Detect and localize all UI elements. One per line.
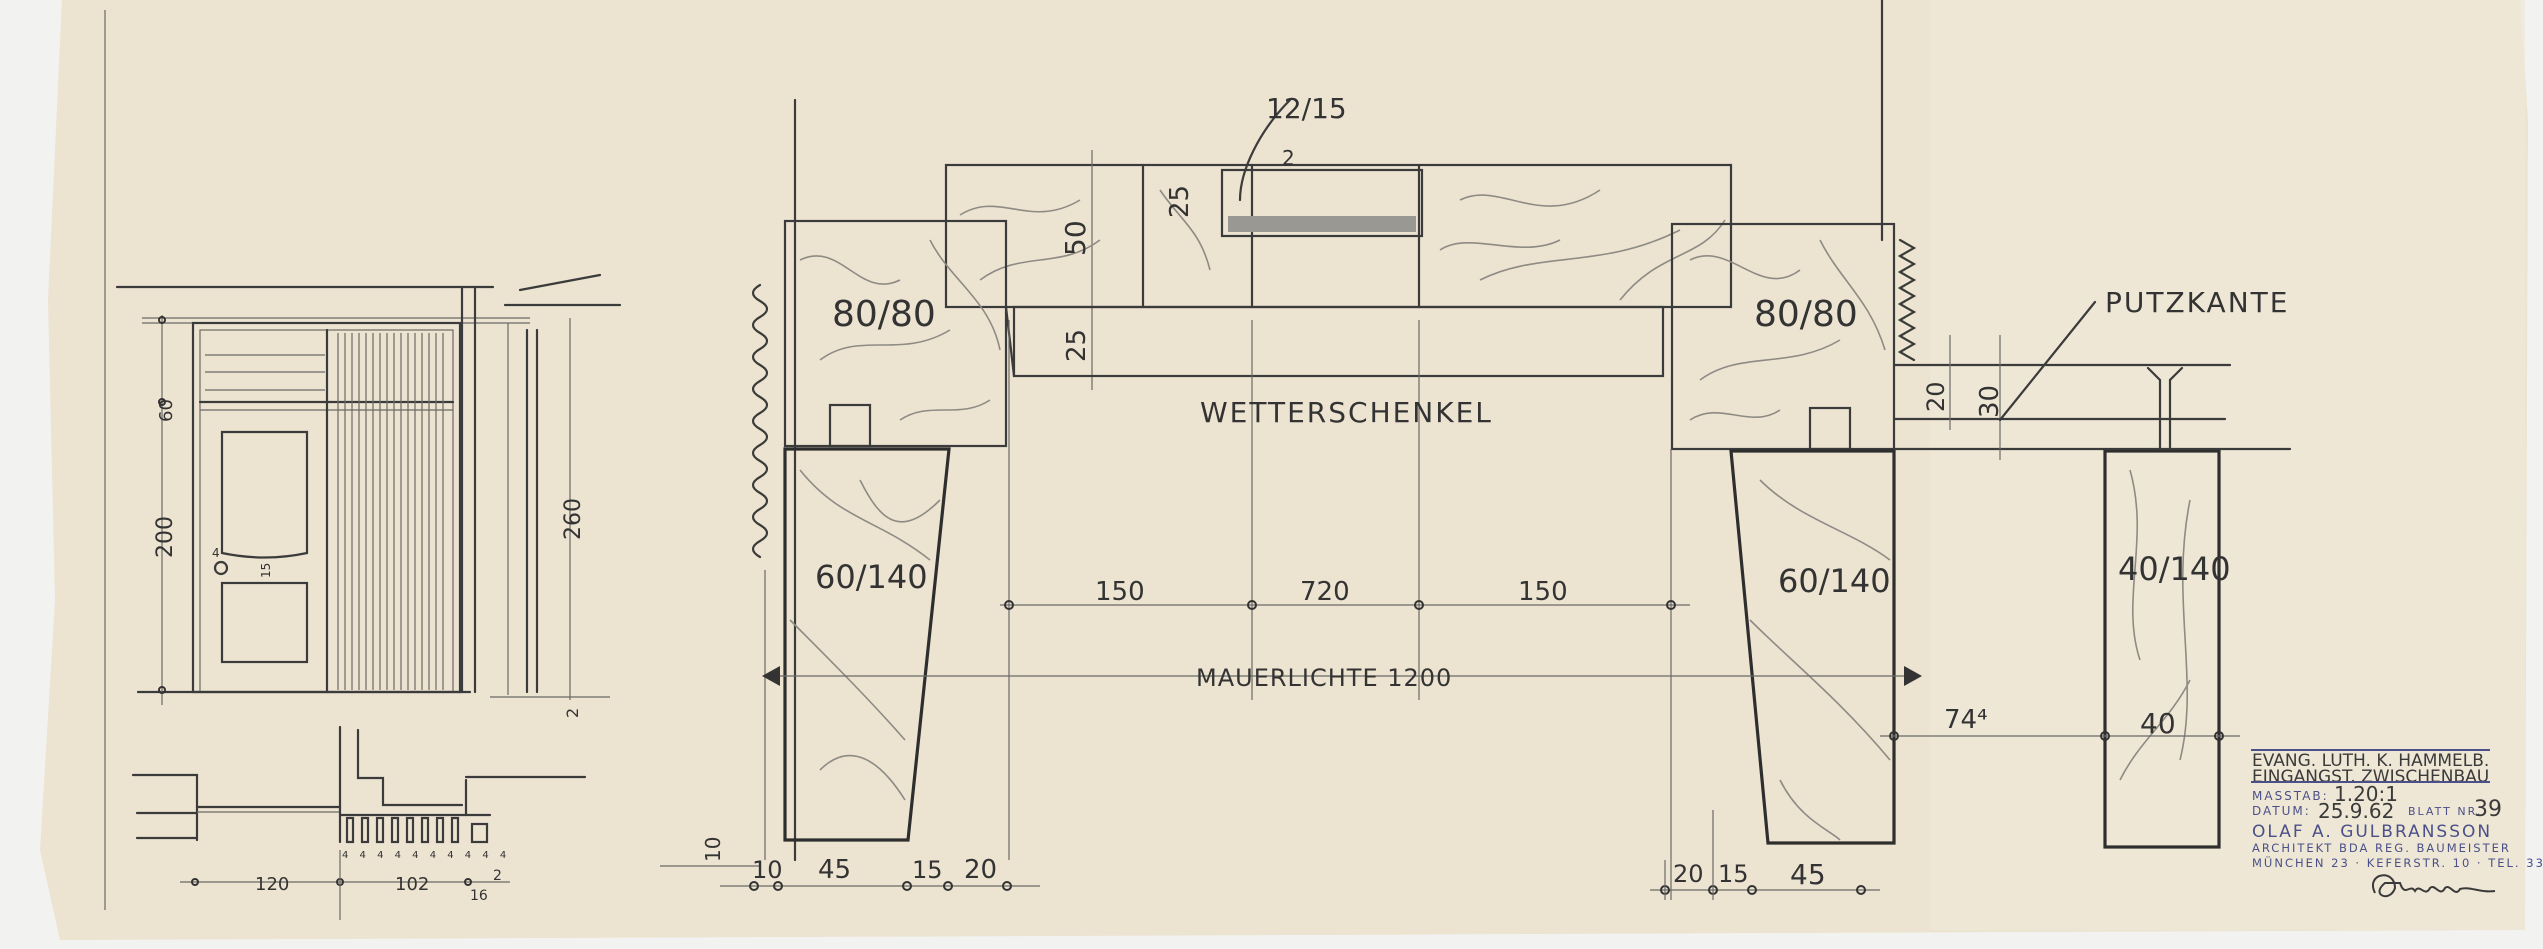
label-dim-102: 102 [395, 874, 429, 895]
label-putzkante: PUTZKANTE [2105, 286, 2289, 319]
arrow-right-icon [1904, 666, 1922, 686]
label-dim-40: 40 [2140, 707, 2176, 740]
dimension-lines [660, 320, 2240, 900]
label-dim-25-top: 25 [1165, 185, 1195, 218]
label-gap: 2 [1282, 146, 1295, 170]
wetterschenkel-rail [1012, 305, 1665, 378]
post-left [783, 447, 951, 842]
label-knob-note: 4 [212, 546, 220, 560]
label-bottom-r20: 20 [1673, 860, 1704, 888]
label-bottom-r15: 15 [1718, 860, 1749, 888]
label-jamb-left: 80/80 [832, 294, 936, 335]
label-mauerlichte: MAUERLICHTE 1200 [1196, 664, 1452, 692]
jamb-left [783, 219, 1008, 448]
label-dim-120: 120 [255, 874, 289, 895]
label-dim-2: 2 [493, 868, 502, 884]
sheet-label: BLATT NR. [2408, 805, 2482, 818]
signature [2372, 874, 2496, 898]
label-dim-25-low: 25 [1062, 329, 1092, 362]
label-post-frame: 40/140 [2118, 550, 2231, 588]
label-bottom-r45: 45 [1790, 858, 1826, 891]
label-dim-30: 30 [1975, 385, 2005, 418]
label-bottom-10: 10 [752, 856, 783, 884]
label-rebate: 12/15 [1266, 92, 1347, 125]
label-span-right: 150 [1518, 577, 1568, 607]
arrow-left-icon [762, 666, 780, 686]
screw-icon [2146, 366, 2184, 452]
scale-value: 1.20:1 [2334, 782, 2398, 806]
label-post-left: 60/140 [815, 558, 928, 596]
label-slat-dims: 4 4 4 4 4 4 4 4 4 4 [342, 850, 510, 861]
label-height-total: 260 [561, 498, 586, 540]
door-elevation [115, 273, 622, 705]
label-span-left: 150 [1095, 577, 1145, 607]
label-height-transom: 60 [156, 399, 177, 422]
insulation-right [1897, 238, 1917, 362]
label-dim-50: 50 [1059, 220, 1092, 256]
door-plan [131, 725, 587, 920]
project-line1: EVANG. LUTH. K. HAMMELB. [2252, 751, 2489, 771]
architect-credentials: ARCHITEKT BDA REG. BAUMEISTER [2252, 841, 2511, 855]
scale-label: MASSTAB: [2252, 789, 2329, 803]
label-wetterschenkel: WETTERSCHENKEL [1200, 396, 1493, 429]
label-dim-20: 20 [1922, 381, 1950, 412]
jamb-right [1670, 222, 1896, 451]
architect-address: MÜNCHEN 23 · KEFERSTR. 10 · TEL. 333208 [2252, 854, 2543, 870]
label-bottom-15: 15 [912, 856, 943, 884]
title-block: EVANG. LUTH. K. HAMMELB. EINGANGST. ZWIS… [2251, 749, 2543, 898]
label-span-mid: 720 [1300, 577, 1350, 607]
date-value: 25.9.62 [2318, 799, 2394, 823]
label-dim-16: 16 [470, 888, 488, 904]
door-knob-icon [213, 560, 229, 576]
glass-pane [1228, 216, 1416, 232]
label-dim-10-vert: 10 [701, 837, 725, 862]
top-timber [944, 150, 1733, 390]
insulation-left [751, 283, 769, 559]
label-dim-744: 74⁴ [1944, 705, 1988, 735]
sheet-value: 39 [2474, 797, 2502, 822]
label-bottom-45: 45 [818, 855, 851, 885]
paper-fold-right [1930, 0, 2525, 930]
label-floor-gap: 2 [563, 708, 582, 718]
date-label: DATUM: [2252, 804, 2311, 818]
label-bottom-20: 20 [964, 855, 997, 885]
label-panel-gap: 15 [259, 563, 273, 578]
paper-sheet [40, 0, 2528, 940]
architect-name: OLAF A. GULBRANSSON [2252, 822, 2492, 842]
label-jamb-right: 80/80 [1754, 294, 1858, 335]
post-frame [2103, 449, 2221, 849]
label-height-door: 200 [153, 516, 178, 558]
post-right [1729, 449, 1896, 845]
label-post-right: 60/140 [1778, 562, 1891, 600]
